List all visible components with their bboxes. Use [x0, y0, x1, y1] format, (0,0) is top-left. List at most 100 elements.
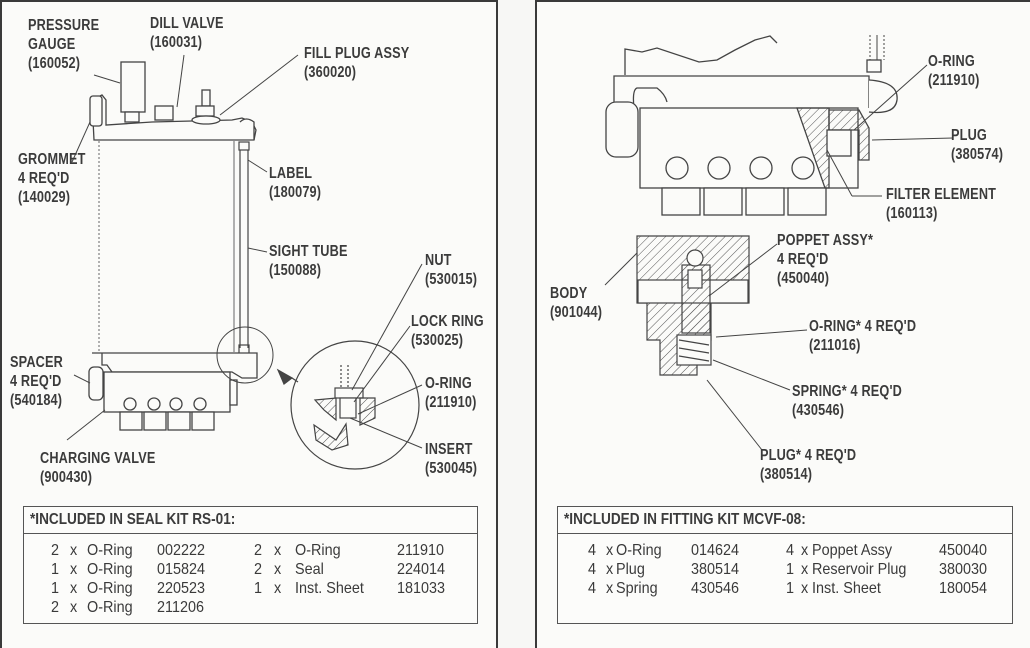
kit-item-qty: 1 — [786, 580, 795, 597]
kit-item-times: x — [801, 561, 809, 578]
leader-lines — [66, 54, 423, 449]
kit-item-name: O-Ring — [87, 580, 133, 597]
callout-part-number: (211910) — [425, 394, 477, 411]
kit-item: 1 x O-Ring 015824 — [24, 560, 479, 580]
callout-insert: INSERT (530045) — [425, 440, 477, 478]
kit-item-qty: 1 — [786, 561, 795, 578]
callout-part-number: (380514) — [760, 466, 813, 483]
kit-item-name: Inst. Sheet — [812, 580, 881, 597]
kit-item-part: 380514 — [691, 561, 740, 578]
callout-title: BODY — [550, 285, 588, 302]
callout-title: GAUGE — [28, 36, 76, 53]
callout-spacer: SPACER 4 REQ'D (540184) — [10, 353, 63, 410]
callout-part-number: (150088) — [269, 262, 322, 279]
kit-item-part: 181033 — [397, 580, 446, 597]
callout-sight-tube: SIGHT TUBE (150088) — [269, 242, 348, 280]
callout-title: PLUG* 4 REQ'D — [760, 447, 857, 464]
callout-part-number: (450040) — [777, 270, 830, 287]
callout-title: NUT — [425, 252, 452, 269]
kit-item: 2 x O-Ring 211910 — [24, 541, 479, 561]
callout-part-number: (530045) — [425, 460, 478, 477]
kit-item-times: x — [801, 580, 809, 597]
callout-poppet-assy: POPPET ASSY* 4 REQ'D (450040) — [777, 231, 873, 288]
callout-part-number: (160113) — [886, 205, 938, 222]
callout-pressure-gauge: PRESSURE GAUGE (160052) — [28, 16, 99, 73]
kit-item-name: Seal — [295, 561, 324, 578]
callout-o-ring-star: O-RING* 4 REQ'D (211016) — [809, 317, 916, 355]
kit-item-times: x — [70, 599, 78, 616]
kit-item-qty: 4 — [588, 542, 597, 559]
reservoir-drawing — [66, 54, 423, 470]
callout-title: FILL PLUG ASSY — [304, 45, 410, 62]
detail-circle — [276, 340, 420, 470]
kit-item-times: x — [274, 580, 282, 597]
callout-part-number: (901044) — [550, 304, 603, 321]
kit-item-times: x — [70, 580, 78, 597]
charging-valve-block — [88, 326, 274, 431]
top-cap — [89, 61, 257, 141]
reservoir-cylinder — [98, 141, 235, 352]
callout-part-number: (360020) — [304, 64, 357, 81]
callout-title: FILTER ELEMENT — [886, 186, 997, 203]
kit-item: 1 x Inst. Sheet 180054 — [558, 579, 1014, 599]
callout-title: INSERT — [425, 441, 473, 458]
kit-item-part: 211206 — [157, 599, 204, 616]
callout-title: CHARGING VALVE — [40, 450, 156, 467]
panel-border-top — [537, 0, 1030, 2]
callout-plug: PLUG (380574) — [951, 126, 1003, 164]
callout-part-number: (530025) — [411, 332, 464, 349]
kit-item-qty: 1 — [51, 580, 60, 597]
callout-label: LABEL (180079) — [269, 164, 321, 202]
callout-plug-star: PLUG* 4 REQ'D (380514) — [760, 446, 856, 484]
kit-item-times: x — [801, 542, 809, 559]
kit-item: 1 x Inst. Sheet 181033 — [24, 579, 479, 599]
callout-title: O-RING — [425, 375, 472, 392]
panel-border-top — [2, 0, 496, 2]
callout-title: LABEL — [269, 165, 313, 182]
callout-part-number: (530015) — [425, 271, 478, 288]
kit-item: 2 x O-Ring 002222 — [24, 541, 479, 561]
kit-item-part: 450040 — [939, 542, 988, 559]
callout-title: O-RING* 4 REQ'D — [809, 318, 917, 335]
kit-item-qty: 4 — [588, 561, 597, 578]
kit-item-qty: 2 — [254, 542, 263, 559]
kit-item-part: 014624 — [691, 542, 740, 559]
callout-o-ring: O-RING (211910) — [425, 374, 476, 412]
fitting-kit-title: *INCLUDED IN FITTING KIT MCVF-08: — [558, 507, 1012, 534]
kit-item-qty: 2 — [51, 542, 60, 559]
seal-kit-table: *INCLUDED IN SEAL KIT RS-01: 2 x O-Ring … — [23, 506, 478, 624]
kit-item-name: Reservoir Plug — [812, 561, 907, 578]
seal-kit-title: *INCLUDED IN SEAL KIT RS-01: — [24, 507, 477, 534]
kit-item-qty: 4 — [786, 542, 795, 559]
kit-item-part: 002222 — [157, 542, 206, 559]
kit-item-name: O-Ring — [87, 561, 133, 578]
kit-item: 4 x Poppet Assy 450040 — [558, 541, 1014, 561]
kit-item-name: Spring — [616, 580, 658, 597]
callout-quantity: 4 REQ'D — [10, 373, 62, 390]
kit-item-times: x — [606, 561, 614, 578]
callout-part-number: (900430) — [40, 469, 93, 486]
callout-title: SPRING* 4 REQ'D — [792, 383, 903, 400]
kit-item-name: O-Ring — [295, 542, 341, 559]
callout-title: SPACER — [10, 354, 64, 371]
kit-item-part: 015824 — [157, 561, 206, 578]
kit-item: 4 x O-Ring 014624 — [558, 541, 1014, 561]
kit-item-part: 211910 — [397, 542, 444, 559]
kit-item-part: 430546 — [691, 580, 740, 597]
kit-item-times: x — [70, 561, 78, 578]
callout-body: BODY (901044) — [550, 284, 602, 322]
callout-title: POPPET ASSY* — [777, 232, 874, 249]
callout-title: SIGHT TUBE — [269, 243, 348, 260]
callout-title: PRESSURE — [28, 17, 100, 34]
kit-item: 1 x O-Ring 220523 — [24, 579, 479, 599]
callout-title: PLUG — [951, 127, 987, 144]
kit-item-part: 380030 — [939, 561, 988, 578]
callout-part-number: (160052) — [28, 55, 81, 72]
callout-part-number: (160031) — [150, 34, 203, 51]
fitting-assembly-panel: O-RING (211910) PLUG (380574) FILTER ELE… — [535, 0, 1030, 648]
kit-item-part: 220523 — [157, 580, 206, 597]
kit-item-name: O-Ring — [87, 599, 133, 616]
callout-spring: SPRING* 4 REQ'D (430546) — [792, 382, 902, 420]
kit-item: 4 x Plug 380514 — [558, 560, 1014, 580]
callout-part-number: (211910) — [928, 72, 980, 89]
